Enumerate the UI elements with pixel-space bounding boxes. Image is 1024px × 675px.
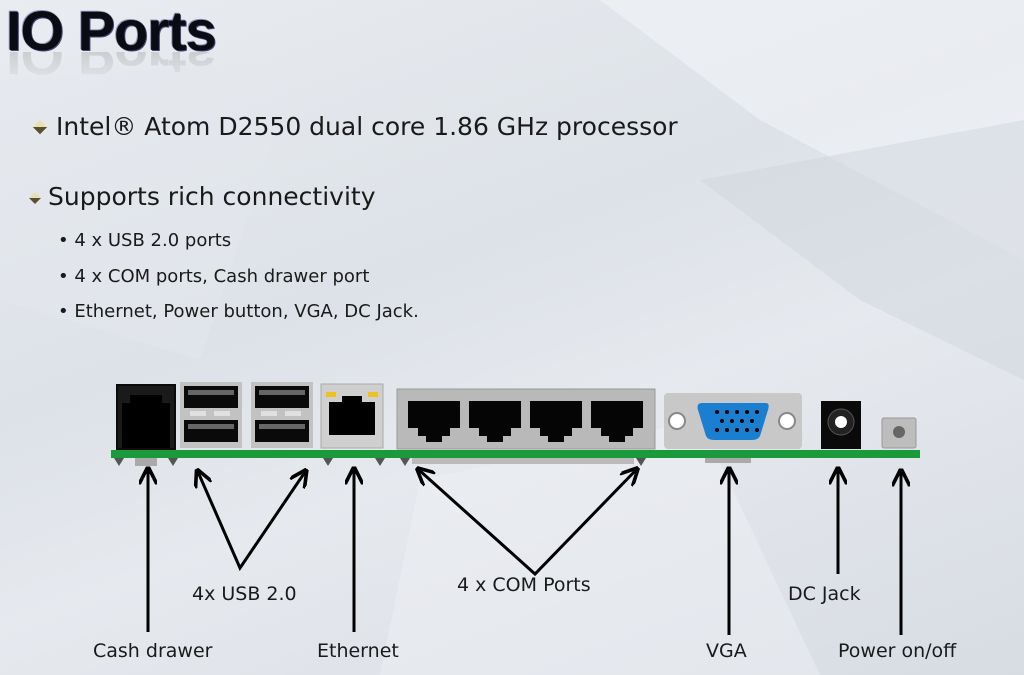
arrow-com (419, 470, 636, 577)
bullet-text: Supports rich connectivity (48, 182, 376, 211)
ethernet-port (320, 383, 384, 449)
label-power: Power on/off (838, 640, 957, 662)
power-button (881, 417, 917, 449)
cash-drawer-port (116, 384, 176, 452)
sub-bullet-usb: • 4 x USB 2.0 ports (58, 230, 232, 251)
bullet-connectivity: Supports rich connectivity (28, 182, 376, 211)
page-title: IO Ports (6, 0, 217, 62)
com-port-block (396, 388, 656, 450)
sub-bullet-com: • 4 x COM ports, Cash drawer port (58, 266, 370, 287)
bullet-processor: Intel® Atom D2550 dual core 1.86 GHz pro… (32, 112, 678, 141)
arrow-usb (198, 472, 305, 572)
callout-arrows (148, 470, 901, 635)
sub-bullet-ethernet: • Ethernet, Power button, VGA, DC Jack. (58, 301, 419, 322)
vga-port (664, 393, 802, 449)
bullet-text: Intel® Atom D2550 dual core 1.86 GHz pro… (56, 112, 678, 141)
usb-port-stack-2 (251, 382, 313, 448)
label-usb: 4x USB 2.0 (192, 583, 297, 605)
usb-port-stack-1 (180, 382, 242, 448)
label-vga: VGA (706, 640, 747, 662)
label-ethernet: Ethernet (317, 640, 399, 662)
pcb-pins (114, 458, 751, 466)
pcb-board (111, 450, 920, 458)
dc-jack-port (821, 401, 861, 449)
label-cash-drawer: Cash drawer (93, 640, 213, 662)
label-dc-jack: DC Jack (788, 583, 861, 605)
label-com-ports: 4 x COM Ports (457, 574, 591, 596)
